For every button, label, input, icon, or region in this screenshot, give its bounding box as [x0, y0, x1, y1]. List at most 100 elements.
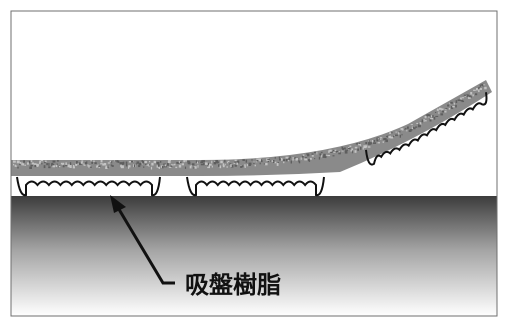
texture-speck — [65, 165, 68, 167]
texture-speck — [128, 161, 131, 163]
texture-speck — [76, 161, 78, 164]
texture-speck — [14, 164, 16, 167]
texture-speck — [478, 87, 481, 90]
texture-speck — [274, 156, 276, 159]
texture-speck — [411, 126, 413, 129]
texture-speck — [283, 161, 285, 164]
texture-speck — [385, 139, 388, 143]
texture-speck — [174, 163, 176, 166]
texture-speck — [370, 142, 372, 145]
texture-speck — [481, 83, 485, 86]
texture-speck — [88, 165, 91, 169]
texture-speck — [398, 131, 401, 133]
texture-speck — [382, 141, 384, 143]
texture-speck — [461, 100, 465, 103]
texture-speck — [69, 165, 72, 168]
texture-speck — [51, 163, 55, 167]
texture-speck — [330, 151, 333, 153]
texture-speck — [377, 142, 380, 144]
texture-speck — [460, 100, 464, 102]
texture-speck — [93, 160, 95, 162]
texture-speck — [207, 165, 209, 167]
texture-speck — [450, 101, 453, 104]
texture-speck — [392, 135, 395, 138]
texture-speck — [401, 128, 404, 131]
suction-cup-group-left — [16, 176, 161, 197]
texture-speck — [144, 160, 147, 164]
texture-speck — [219, 165, 222, 169]
texture-speck — [285, 158, 289, 162]
texture-speck — [178, 164, 182, 168]
texture-speck — [142, 160, 145, 164]
texture-speck — [309, 159, 311, 162]
texture-speck — [122, 162, 124, 165]
texture-speck — [80, 161, 83, 164]
texture-speck — [109, 160, 112, 163]
texture-speck — [332, 150, 336, 152]
texture-speck — [349, 145, 352, 147]
texture-speck — [267, 160, 269, 163]
texture-speck — [91, 161, 94, 164]
texture-speck — [355, 143, 359, 145]
texture-speck — [432, 115, 434, 118]
texture-speck — [313, 151, 317, 154]
texture-speck — [154, 161, 156, 164]
texture-speck — [138, 164, 141, 168]
texture-speck — [40, 160, 44, 162]
texture-speck — [363, 145, 366, 149]
texture-speck — [296, 157, 298, 160]
texture-speck — [220, 160, 223, 164]
texture-speck — [412, 126, 415, 128]
texture-speck — [48, 166, 51, 169]
texture-speck — [338, 151, 340, 153]
texture-speck — [453, 102, 455, 105]
texture-speck — [468, 95, 471, 98]
texture-speck — [418, 122, 420, 125]
texture-speck — [19, 162, 22, 165]
texture-speck — [329, 149, 332, 152]
suction-cup-group-middle — [186, 176, 325, 197]
texture-speck — [146, 164, 148, 166]
texture-speck — [26, 163, 29, 165]
texture-speck — [189, 165, 192, 169]
texture-speck — [463, 94, 466, 96]
texture-speck — [125, 163, 128, 167]
texture-speck — [196, 161, 199, 164]
texture-speck — [98, 165, 101, 167]
texture-speck — [62, 164, 64, 166]
texture-speck — [187, 163, 189, 165]
texture-speck — [122, 161, 125, 165]
texture-speck — [287, 159, 289, 162]
texture-speck — [407, 126, 409, 129]
texture-speck — [36, 163, 39, 167]
texture-speck — [44, 161, 46, 164]
texture-speck — [327, 155, 331, 157]
texture-speck — [302, 154, 305, 156]
texture-speck — [270, 160, 272, 162]
texture-speck — [134, 164, 136, 168]
texture-speck — [441, 108, 444, 112]
texture-speck — [280, 158, 283, 161]
texture-speck — [245, 159, 248, 163]
texture-speck — [457, 99, 461, 101]
texture-speck — [156, 161, 160, 165]
texture-speck — [56, 163, 58, 165]
texture-speck — [200, 161, 204, 164]
texture-speck — [254, 164, 256, 167]
texture-speck — [28, 160, 31, 164]
texture-speck — [360, 147, 362, 150]
texture-speck — [200, 163, 204, 166]
texture-speck — [201, 160, 205, 162]
texture-speck — [347, 148, 351, 150]
texture-speck — [438, 111, 440, 115]
texture-speck — [111, 160, 113, 164]
texture-speck — [359, 142, 361, 145]
texture-speck — [136, 161, 140, 164]
texture-speck — [30, 160, 33, 162]
texture-speck — [362, 147, 364, 150]
texture-speck — [117, 160, 120, 163]
texture-speck — [390, 136, 394, 139]
texture-speck — [150, 166, 153, 170]
texture-speck — [472, 94, 474, 97]
texture-speck — [114, 160, 116, 162]
